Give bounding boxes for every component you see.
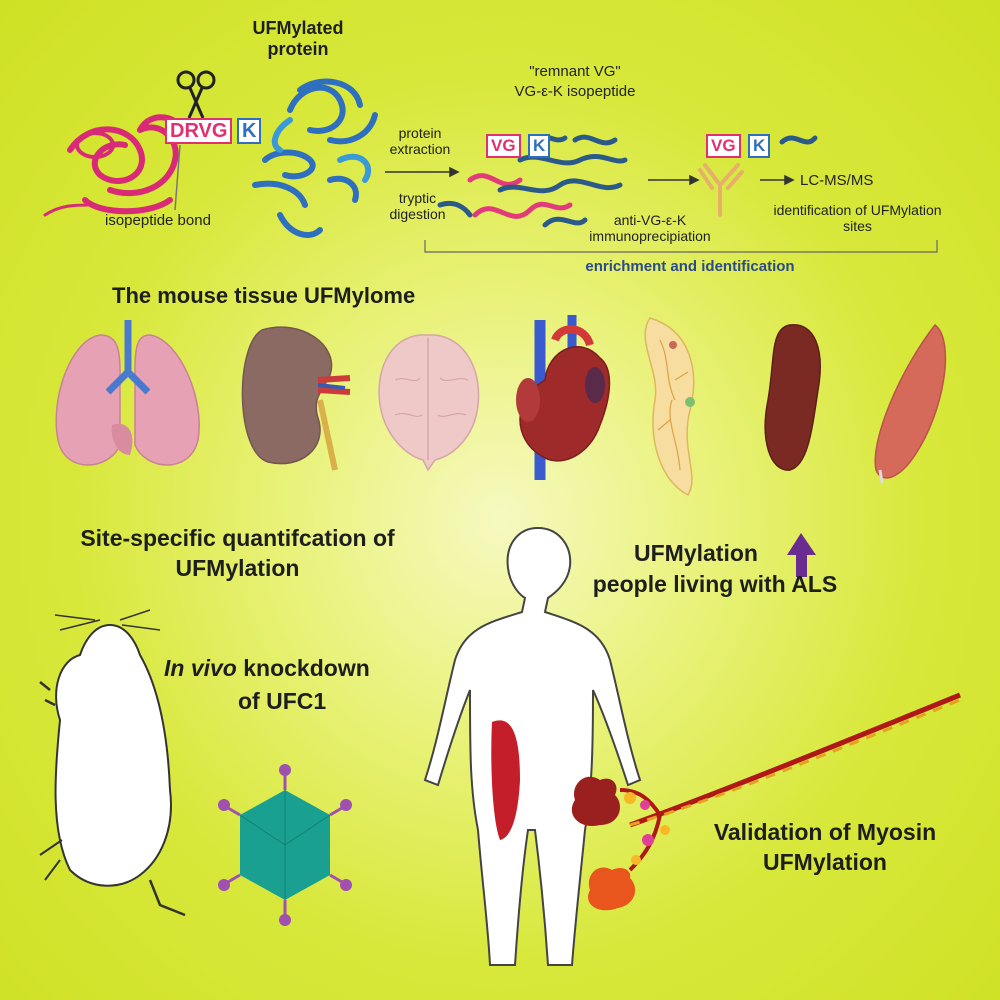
tryptic-digestion-label: tryptic digestion: [389, 190, 446, 223]
knockdown-label: In vivo knockdown: [164, 655, 370, 681]
knockdown-label-line2: of UFC1: [238, 688, 327, 714]
process-arrows: [385, 166, 795, 186]
identification-label: identification of UFMylation sites: [773, 202, 942, 235]
lysine-box-1: K: [528, 134, 551, 158]
muscle-icon: [874, 323, 947, 484]
lysine-box: K: [237, 118, 262, 144]
tissues-title: The mouse tissue UFMylome: [112, 283, 416, 308]
lung-icon: [55, 320, 200, 466]
in-vivo-text: In vivo: [164, 655, 237, 681]
scissors-icon: [176, 70, 216, 119]
validation-label: Validation of Myosin UFMylation: [713, 819, 937, 875]
remnant-vg-label: "remnant VG": [529, 63, 621, 80]
vg-remnant-box-1: VG: [486, 134, 521, 158]
ufm1-ribbon-icon: [43, 114, 188, 217]
als-label-line2: people living with ALS: [592, 571, 838, 597]
immunoprecipitation-label: anti-VG-ε-K immunoprecipiation: [589, 212, 711, 245]
vg-isopeptide-label: VG-ε-K isopeptide: [514, 83, 636, 100]
heart-icon: [516, 315, 611, 480]
drvg-sequence-box: DRVG: [165, 118, 233, 144]
antibody-icon: [698, 163, 744, 217]
protein-extraction-label: protein extraction: [389, 125, 451, 158]
up-arrow-icon: [787, 533, 816, 577]
quantification-label: Site-specific quantifcation of UFMylatio…: [80, 525, 395, 581]
lcms-label: LC-MS/MS: [800, 172, 874, 189]
isopeptide-bond-label: isopeptide bond: [105, 212, 211, 229]
substrate-ribbon-icon: [252, 78, 378, 238]
myosin-icon: [571, 692, 961, 911]
vg-remnant-box-2: VG: [706, 134, 741, 158]
kidney-icon: [241, 326, 351, 471]
enrichment-bracket: [424, 240, 938, 253]
human-silhouette-icon: [423, 526, 642, 966]
brain-icon: [378, 334, 480, 472]
lysine-box-2: K: [748, 134, 771, 158]
aav-virus-icon: [218, 764, 352, 926]
mammary-gland-icon: [644, 317, 695, 496]
mouse-silhouette-icon: [39, 609, 186, 917]
knockdown-text: knockdown: [236, 655, 370, 681]
spleen-icon: [764, 324, 821, 471]
enrichment-label: enrichment and identification: [585, 258, 795, 275]
ufmylated-protein-label: UFMylated protein: [252, 18, 344, 59]
als-label-line1: UFMylation: [634, 540, 758, 566]
